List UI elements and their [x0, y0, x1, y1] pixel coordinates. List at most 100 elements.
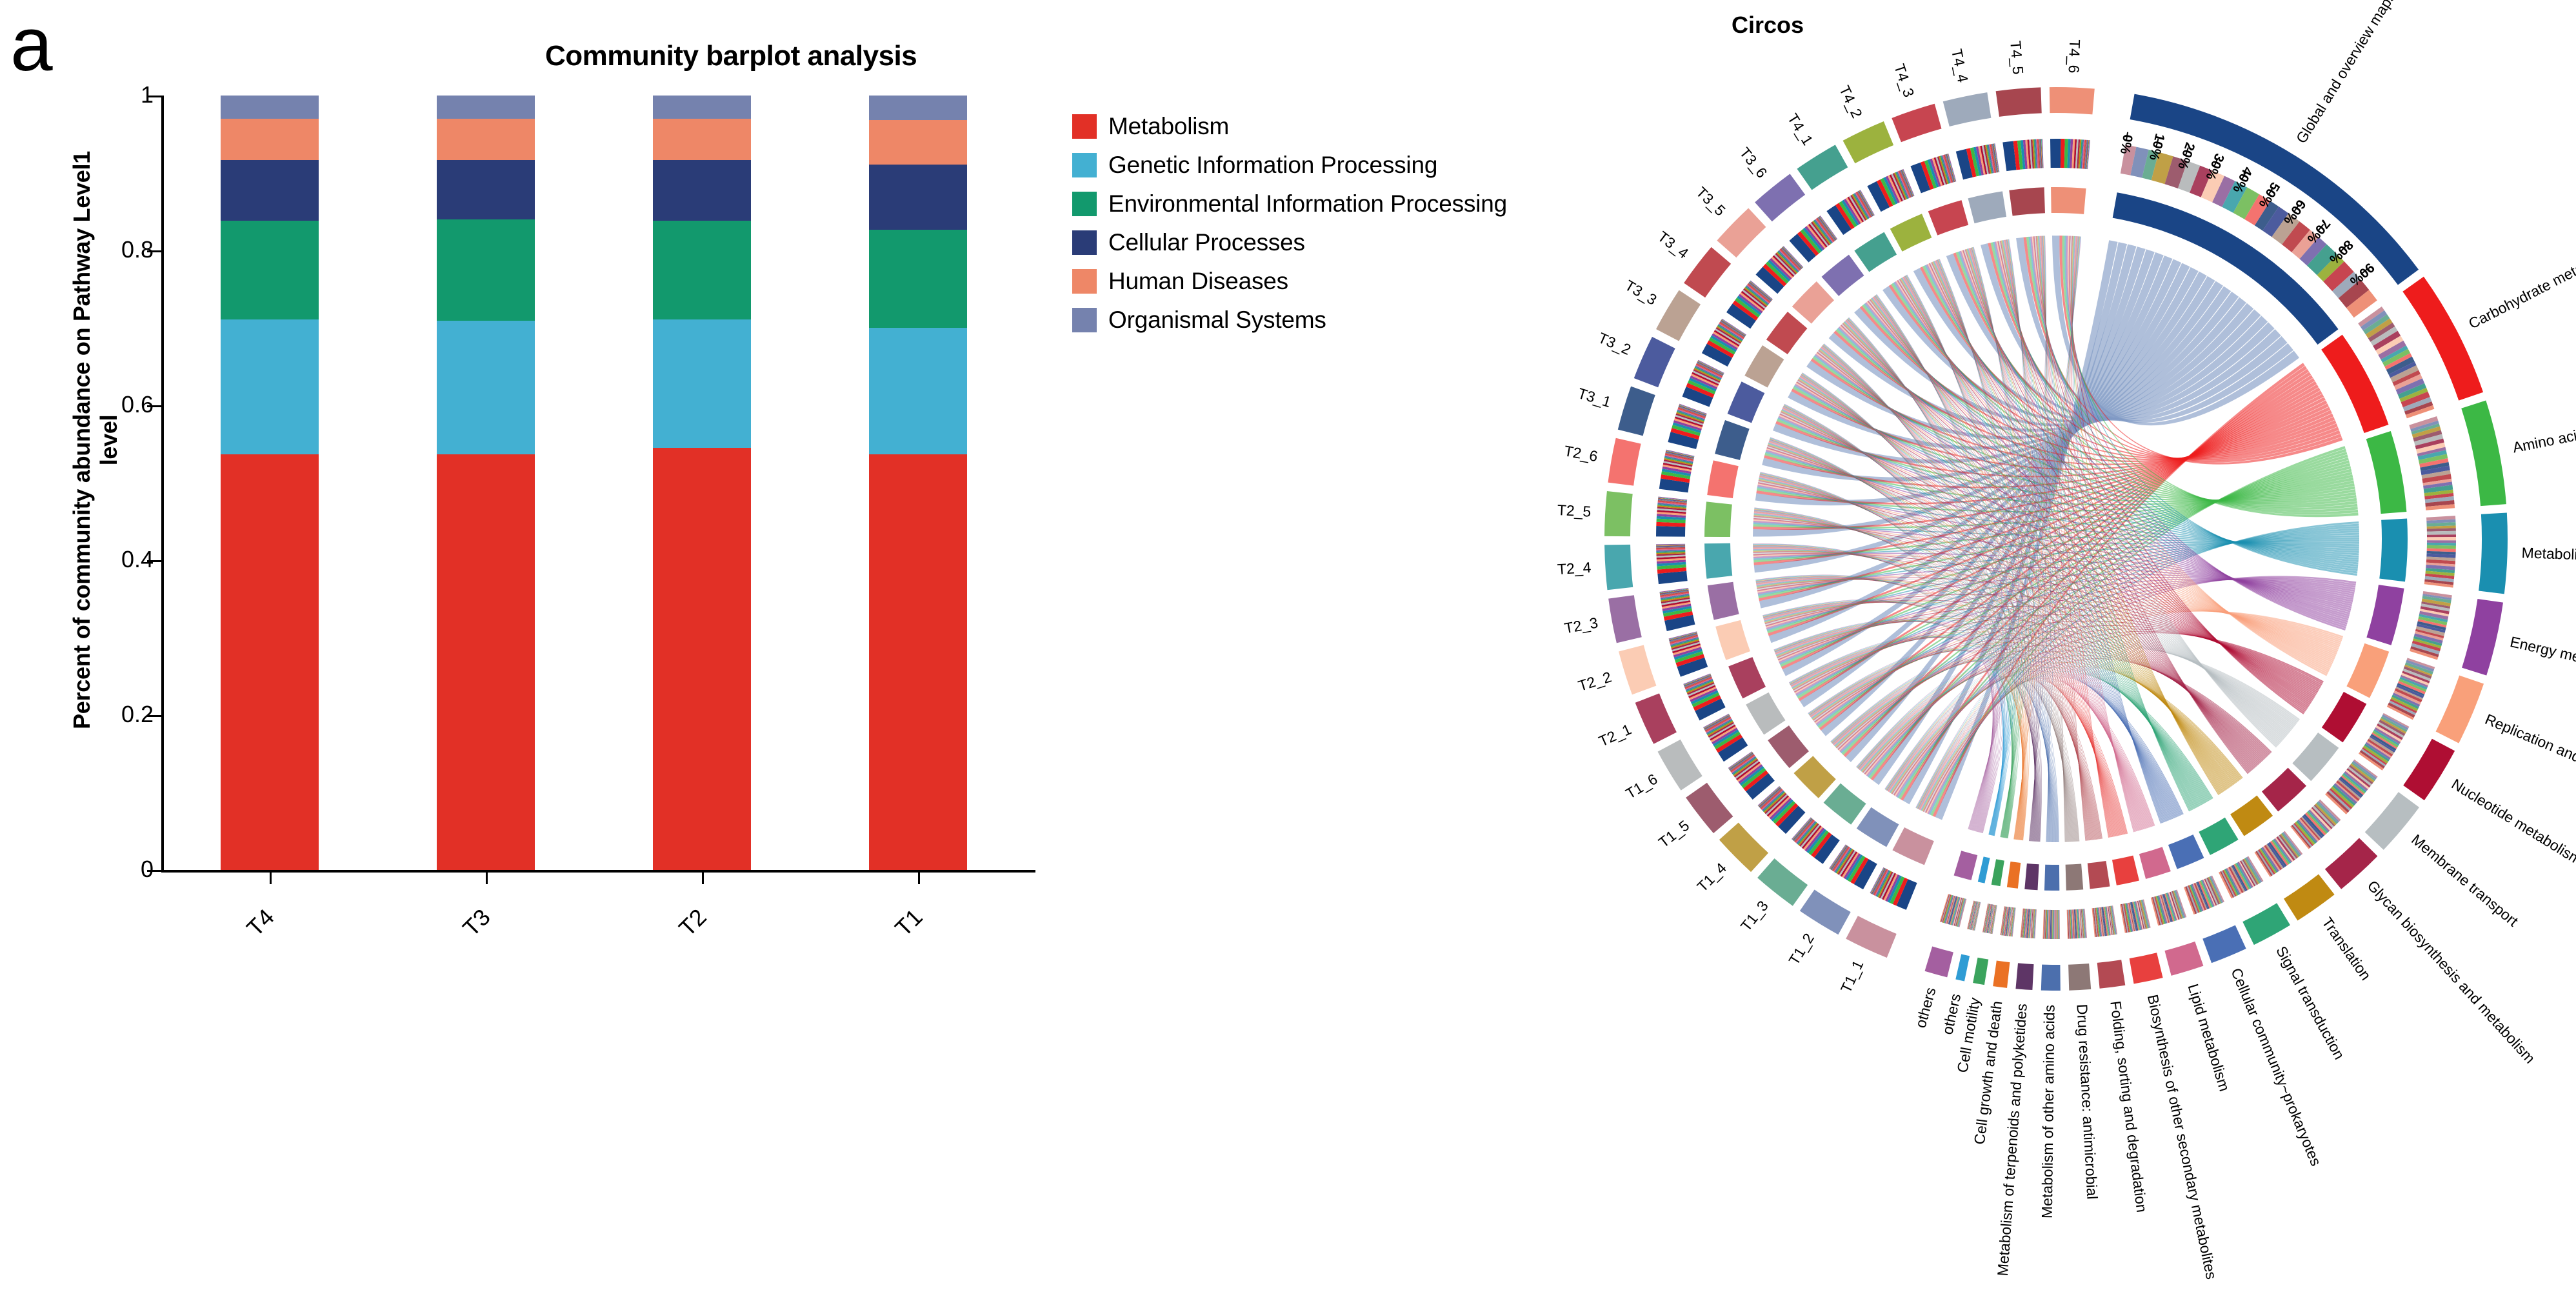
pathway-inner-arc — [2346, 643, 2389, 698]
x-tick — [486, 870, 488, 884]
pathway-label: Metabolism of other amino acids — [2039, 1005, 2058, 1218]
pathway-outer-arc — [2041, 965, 2061, 991]
bar-segment — [221, 221, 319, 319]
pathway-outer-arc — [2164, 942, 2203, 976]
pathway-inner-arc — [2066, 863, 2084, 890]
pathway-inner-arc — [2322, 692, 2366, 742]
pathway-label: Carbohydrate metabolism — [2466, 239, 2576, 332]
pathway-outer-arc — [2068, 964, 2091, 991]
pathway-inner-arc — [2366, 585, 2404, 645]
pathway-composition-stripe — [2427, 540, 2456, 543]
pathway-label: Lipid metabolism — [2184, 982, 2233, 1093]
barplot-legend: MetabolismGenetic Information Processing… — [1072, 107, 1507, 339]
pathway-label: Drug resistance: antimicrobial — [2073, 1004, 2101, 1200]
legend-swatch — [1072, 230, 1097, 255]
sample-outer-arc — [1608, 595, 1642, 643]
sample-label: T1_3 — [1737, 897, 1772, 934]
sample-outer-arc — [1846, 916, 1897, 958]
y-axis-line — [161, 96, 164, 870]
bar-segment — [437, 160, 535, 219]
bar-segment — [437, 454, 535, 870]
sample-inner-arc — [1728, 381, 1765, 423]
sample-outer-arc — [1797, 145, 1848, 190]
pathway-outer-arc — [2436, 676, 2484, 743]
bar-segment — [437, 321, 535, 454]
legend-item-3: Cellular Processes — [1072, 223, 1507, 262]
sample-inner-arc — [1794, 756, 1836, 798]
sample-outer-arc — [1604, 545, 1633, 590]
sample-label: T4_5 — [2007, 40, 2026, 75]
legend-swatch — [1072, 308, 1097, 332]
sample-inner-arc — [1890, 214, 1932, 252]
sample-label: T3_5 — [1693, 183, 1729, 219]
legend-label: Human Diseases — [1108, 268, 1288, 295]
pathway-label: Folding, sorting and degradation — [2107, 1000, 2150, 1213]
barplot-title: Community barplot analysis — [545, 40, 997, 72]
pathway-outer-arc — [1925, 946, 1953, 977]
sample-inner-arc — [1708, 582, 1739, 620]
pathway-outer-arc — [2479, 512, 2508, 594]
sample-inner-arc — [1766, 312, 1808, 354]
sample-label: T3_4 — [1655, 228, 1692, 262]
sample-label: T2_6 — [1563, 442, 1599, 465]
barplot-plot-area: 00.20.40.60.81 T4T3T2T1 — [161, 96, 1026, 870]
bar-segment — [437, 96, 535, 119]
pathway-inner-arc — [1978, 856, 1990, 883]
sample-inner-arc — [1854, 232, 1897, 272]
circos-panel: b Circos 0%10%20%30%40%50%60%70%80%90%Gl… — [1535, 0, 2576, 1312]
sample-inner-arc — [1728, 657, 1766, 698]
x-tick-label: T1 — [890, 903, 928, 942]
bar-segment — [653, 96, 751, 119]
pathway-composition-stripe — [2055, 910, 2056, 939]
pathway-inner-arc — [2007, 862, 2021, 889]
sample-label: T1_5 — [1655, 817, 1692, 851]
sample-inner-arc — [1744, 345, 1784, 388]
pathway-inner-arc — [2168, 834, 2204, 869]
bar-segment — [437, 219, 535, 321]
sample-inner-arc — [1746, 692, 1785, 735]
pathway-inner-arc — [2044, 865, 2059, 891]
panel-a-label: a — [10, 6, 53, 83]
sample-inner-arc — [1968, 191, 2006, 223]
pathway-outer-arc — [2242, 903, 2290, 945]
sample-label: T1_1 — [1837, 958, 1867, 996]
x-axis-line — [161, 870, 1035, 873]
sample-composition-stripe — [2061, 139, 2065, 168]
pathway-inner-arc — [2139, 847, 2171, 879]
pathway-outer-arc — [2461, 400, 2506, 506]
sample-outer-arc — [1608, 438, 1641, 486]
circos-diagram: 0%10%20%30%40%50%60%70%80%90%Global and … — [1535, 0, 2576, 1312]
sample-label: T4_6 — [2066, 39, 2084, 74]
pathway-inner-arc — [2366, 431, 2407, 514]
legend-swatch — [1072, 269, 1097, 294]
legend-item-4: Human Diseases — [1072, 262, 1507, 301]
sample-outer-arc — [1656, 290, 1701, 341]
pathway-label: Global and overview maps — [2293, 0, 2399, 146]
bar-segment — [653, 448, 751, 870]
bar-segment — [869, 454, 967, 870]
bar-segment — [653, 221, 751, 319]
pathway-label: others — [1939, 992, 1964, 1036]
sample-label: T1_6 — [1622, 771, 1660, 802]
pathway-inner-arc — [2262, 768, 2306, 812]
bar-T4 — [221, 96, 319, 870]
x-tick-label: T2 — [674, 903, 712, 942]
pathway-label: Amino acid metabolism — [2511, 410, 2576, 456]
sample-outer-arc — [1717, 208, 1766, 257]
barplot-panel: a Community barplot analysis Percent of … — [0, 0, 1535, 1007]
bar-segment — [221, 454, 319, 870]
pathway-inner-arc — [1992, 859, 2004, 886]
sample-outer-arc — [1684, 247, 1731, 298]
pathway-inner-arc — [1954, 851, 1978, 880]
x-tick-label: T3 — [457, 903, 495, 942]
y-tick-label: 0.4 — [121, 546, 154, 573]
sample-inner-arc — [1715, 620, 1750, 660]
pathway-outer-arc — [1993, 961, 2010, 988]
pathway-inner-arc — [2379, 518, 2408, 581]
bar-segment — [869, 96, 967, 120]
y-axis-title: Percent of community abundance on Pathwa… — [68, 130, 123, 750]
pathway-inner-arc — [2292, 732, 2339, 781]
bar-T3 — [437, 96, 535, 870]
sample-outer-arc — [1686, 783, 1733, 833]
x-tick — [918, 870, 920, 884]
